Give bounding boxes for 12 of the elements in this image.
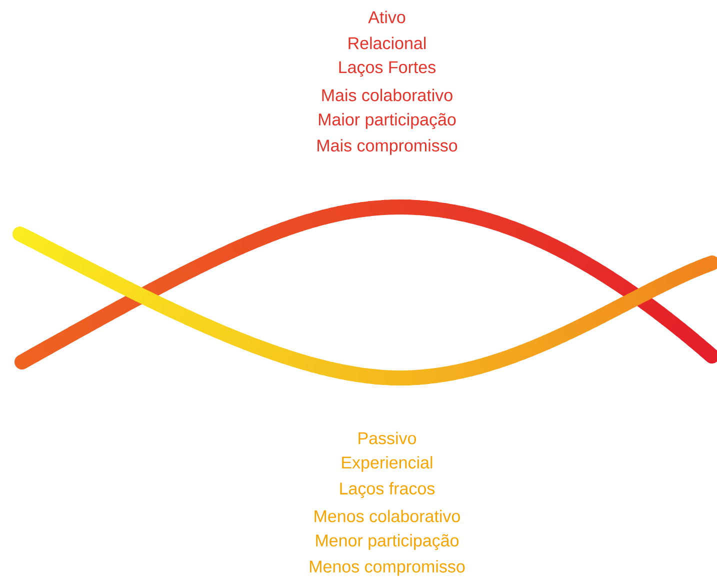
- label-text: Laços fracos: [340, 482, 435, 498]
- label-text: Menos colaborativo: [314, 510, 460, 522]
- label-text: Menos compromisso: [310, 560, 465, 576]
- label-text: Menor participação: [316, 534, 459, 550]
- label-text: Laços Fortes: [339, 61, 436, 77]
- label-text: Mais colaborativo: [322, 88, 452, 102]
- label-text: Experiencial: [342, 456, 432, 472]
- label-text: Passivo: [358, 432, 416, 444]
- label-text: Relacional: [348, 36, 426, 50]
- label-text: Maior participação: [318, 113, 456, 129]
- label-text: Mais compromisso: [318, 139, 458, 155]
- label-text: Ativo: [368, 10, 406, 24]
